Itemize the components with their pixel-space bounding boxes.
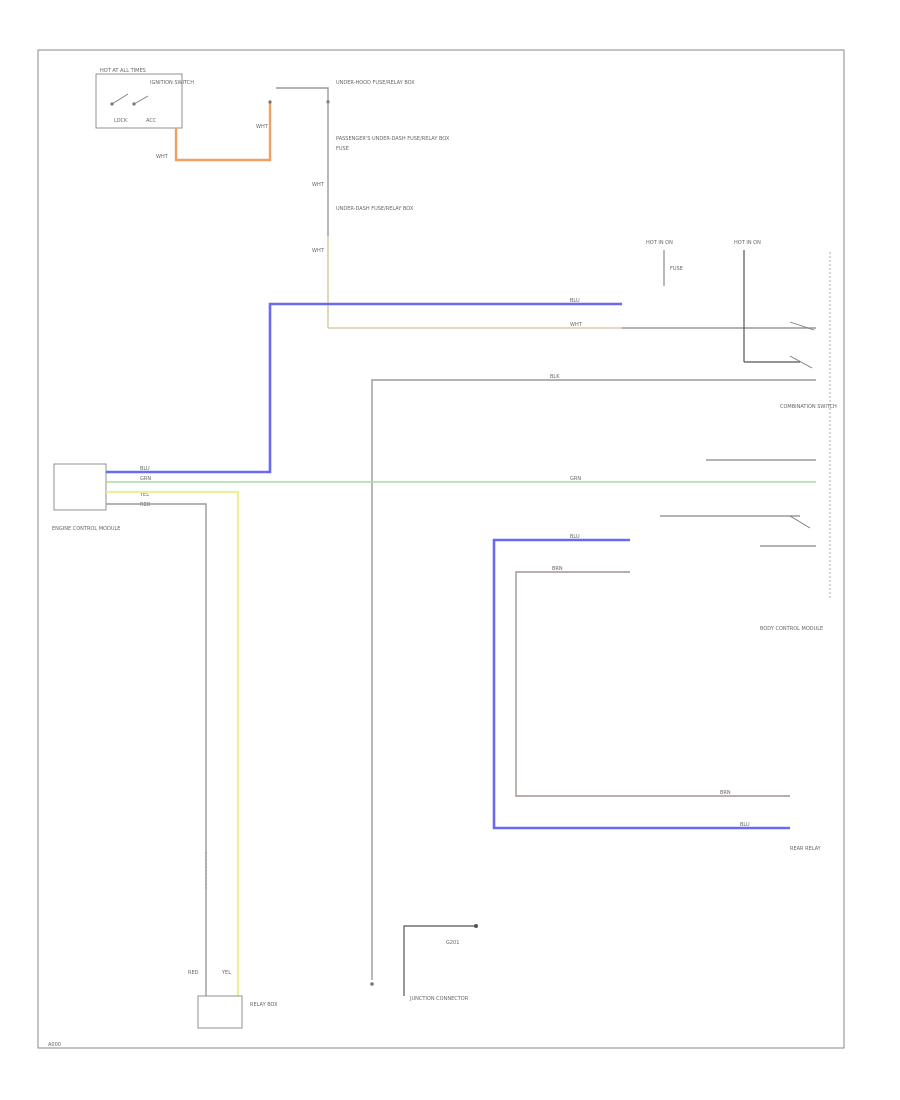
label-fuse-a: FUSE xyxy=(336,146,349,152)
label-hot-a: HOT IN ON xyxy=(646,240,673,246)
label-fuse-b: FUSE xyxy=(670,266,683,272)
label-wire-wht: WHT xyxy=(312,248,325,254)
switch-blade xyxy=(789,321,815,331)
label-ignition-switch: IGNITION SWITCH xyxy=(150,80,194,86)
label-wire-blu: BLU xyxy=(140,466,150,472)
switch-node xyxy=(132,102,136,106)
label-ground: G201 xyxy=(446,940,459,946)
ground-node xyxy=(370,982,374,986)
label-switch-acc: ACC xyxy=(146,118,157,124)
label-wire-red: RED xyxy=(188,970,199,976)
label-wire-blu: BLU xyxy=(570,534,580,540)
wire-dark xyxy=(403,925,476,996)
switch-blade xyxy=(789,355,813,369)
wire-brown xyxy=(515,571,790,797)
engine-control-module-box xyxy=(53,463,107,511)
label-right-module: BODY CONTROL MODULE xyxy=(760,626,823,632)
label-hot-at-all-times: HOT AT ALL TIMES xyxy=(100,68,146,74)
label-wire-grn: GRN xyxy=(140,476,151,482)
wire-gray xyxy=(276,87,329,102)
label-wire-wht: WHT xyxy=(570,322,583,328)
label-wire-blk: BLK xyxy=(550,374,560,380)
label-junction: JUNCTION CONNECTOR xyxy=(409,996,469,1002)
label-combo-switch: COMBINATION SWITCH xyxy=(780,404,837,410)
label-under-hood-box: UNDER-HOOD FUSE/RELAY BOX xyxy=(336,80,415,86)
switch-contact-2 xyxy=(133,95,149,105)
switch-node xyxy=(110,102,114,106)
wire-orange xyxy=(174,102,272,162)
label-rear-relay: REAR RELAY xyxy=(790,846,822,852)
diagram-frame xyxy=(37,49,845,1049)
relay-box xyxy=(197,995,243,1029)
label-wire-yel: YEL xyxy=(221,970,231,976)
switch-contact-1 xyxy=(111,93,129,105)
switch-blade xyxy=(789,515,811,529)
corner-label: A000 xyxy=(48,1042,61,1048)
label-passenger-box: PASSENGER'S UNDER-DASH FUSE/RELAY BOX xyxy=(336,136,450,142)
label-relay-box: RELAY BOX xyxy=(250,1002,278,1008)
label-wire-brn: BRN xyxy=(720,790,731,796)
ignition-switch-box xyxy=(95,73,183,129)
wire-blue xyxy=(492,538,790,830)
label-wire-yel: YEL xyxy=(139,492,149,498)
label-wire-blu: BLU xyxy=(570,298,580,304)
label-hot-b: HOT IN ON xyxy=(734,240,761,246)
label-wire-wht: WHT xyxy=(256,124,269,130)
label-wire-blu: BLU xyxy=(740,822,750,828)
label-under-dash-lower: UNDER-DASH FUSE/RELAY BOX xyxy=(336,206,414,212)
label-wire-brn: BRN xyxy=(552,566,563,572)
wire-gray xyxy=(106,503,207,996)
label-wire-wht: WHT xyxy=(312,182,325,188)
label-wire-red: RED xyxy=(140,502,151,508)
wire-blue xyxy=(106,302,622,474)
wire-yellow xyxy=(106,490,240,996)
label-switch-lock: LOCK xyxy=(114,118,128,124)
label-wire-wht: WHT xyxy=(156,154,169,160)
label-wire-grn: GRN xyxy=(570,476,581,482)
wire-gray xyxy=(371,379,816,980)
junction-node xyxy=(474,924,478,928)
label-engine-module: ENGINE CONTROL MODULE xyxy=(52,526,120,532)
connector-node xyxy=(268,100,272,104)
